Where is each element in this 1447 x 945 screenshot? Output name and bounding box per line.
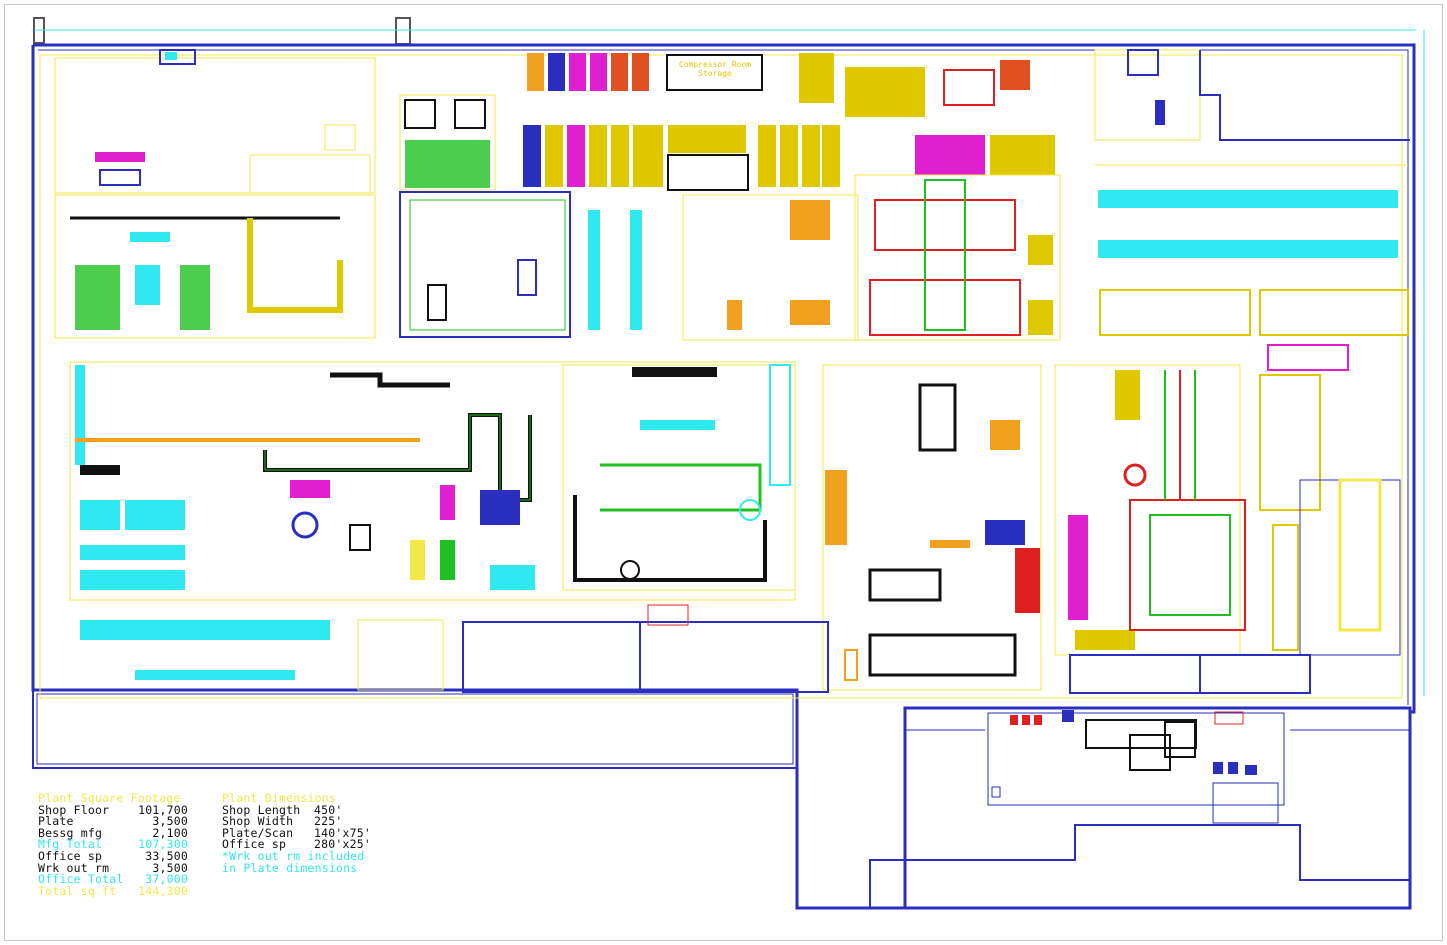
building-outline (31, 43, 1416, 910)
square-footage-value: 107,300 (138, 837, 188, 852)
square-footage-row: Mfg Total 107,300 (38, 839, 188, 851)
dimensions-note-line2: in Plate dimensions (222, 860, 358, 875)
square-footage-label: Shop Floor (38, 802, 110, 817)
dimension-row: Shop Width 225' (222, 816, 394, 828)
square-footage-label: Total sq ft (38, 883, 117, 898)
square-footage-row: Shop Floor 101,700 (38, 802, 188, 817)
dimension-label: Shop Width (222, 814, 294, 829)
dimension-label: Plate/Scan (222, 825, 294, 840)
storage-racks-row (523, 125, 840, 187)
plant-dimensions-rows: Shop Length 450' Shop Width 225' Plate/Scan 1… (222, 802, 394, 851)
office-block (903, 706, 1412, 910)
cyan-conveyor-2 (1098, 240, 1398, 258)
square-footage-value: 33,500 (145, 848, 188, 863)
dimension-value: 280'x25' (314, 837, 371, 852)
dimensions-note-line1: *Wrk out rm included (222, 848, 365, 863)
cyan-tables-left (80, 500, 330, 680)
square-footage-label: Bessg mfg (38, 825, 103, 840)
office-strip-left (32, 689, 798, 769)
square-footage-title: Plant Square Footage (38, 791, 181, 805)
dimension-row: Plate/Scan 140'x75' (222, 825, 394, 840)
square-footage-label: Office sp (38, 848, 103, 863)
square-footage-value: 2,100 (152, 825, 188, 840)
square-footage-row: Bessg mfg 2,100 (38, 825, 188, 840)
dimension-label: Shop Length (222, 802, 301, 817)
cyan-conveyor-1 (1098, 190, 1398, 208)
dimension-value: 225' (314, 814, 343, 829)
square-footage-value: 3,500 (152, 814, 188, 829)
dimension-label: Office sp (222, 837, 287, 852)
square-footage-row: Total sq ft 144,300 (38, 883, 188, 898)
square-footage-row: Office sp 33,500 (38, 848, 188, 863)
storage-text: Storage (698, 69, 732, 78)
square-footage-row: Office Total 37,000 (38, 874, 188, 886)
square-footage-label: Mfg Total (38, 837, 103, 852)
square-footage-value: 144,300 (138, 883, 188, 898)
plant-dimensions-title: Plant Dimensions (222, 791, 336, 805)
square-footage-value: 37,000 (145, 872, 188, 887)
compressor-room (666, 54, 763, 91)
square-footage-value: 101,700 (138, 802, 188, 817)
square-footage-label: Wrk out rm (38, 860, 110, 875)
dimension-value: 140'x75' (314, 825, 371, 840)
sheet-border (4, 4, 1443, 941)
square-footage-label: Plate (38, 814, 74, 829)
square-footage-row: Plate 3,500 (38, 816, 188, 828)
square-footage-value: 3,500 (152, 860, 188, 875)
dimension-value: 450' (314, 802, 343, 817)
dimension-row: Shop Length 450' (222, 802, 394, 817)
roof-unit-mid (395, 17, 411, 45)
dimension-row: Office sp 280'x25' (222, 839, 394, 851)
compressor-room-text: Compressor Room (678, 60, 752, 69)
square-footage-label: Office Total (38, 872, 124, 887)
storage-racks-top (527, 53, 1055, 175)
compressor-room-label: Compressor Room Storage (672, 60, 758, 78)
square-footage-row: Wrk out rm 3,500 (38, 860, 188, 875)
